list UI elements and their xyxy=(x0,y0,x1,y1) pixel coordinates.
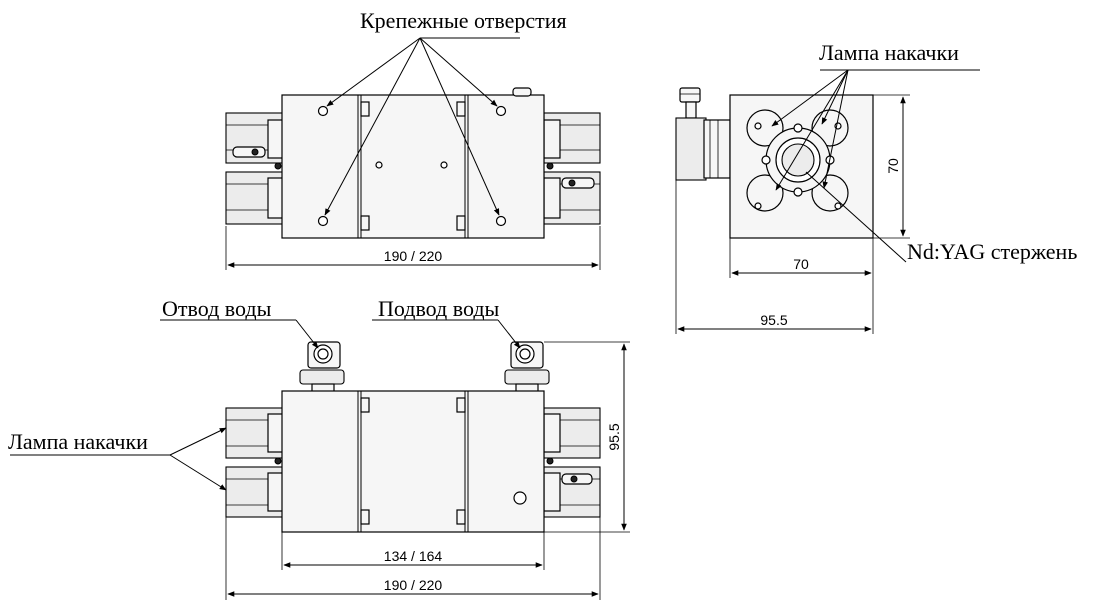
side-view xyxy=(675,69,980,334)
top-right-lamp-connectors xyxy=(543,112,601,225)
top-left-lamp-connectors xyxy=(225,112,285,225)
dim-side-height: 70 xyxy=(885,158,901,174)
dim-front-total-length: 190 / 220 xyxy=(384,577,443,593)
front-body xyxy=(281,390,545,533)
front-view xyxy=(10,319,630,600)
dim-side-total-width: 95.5 xyxy=(760,312,787,328)
water-inlet-fitting xyxy=(504,341,550,395)
top-view xyxy=(225,37,601,270)
mounting-hole xyxy=(495,105,507,117)
water-outlet-fitting xyxy=(299,341,345,395)
dim-side-width: 70 xyxy=(793,256,809,272)
label-mounting-holes: Крепежные отверстия xyxy=(360,8,567,33)
label-pump-lamp-left: Лампа накачки xyxy=(8,429,148,454)
dim-front-body-length: 134 / 164 xyxy=(384,548,443,564)
mounting-hole xyxy=(317,215,329,227)
mounting-hole xyxy=(317,105,329,117)
label-water-in: Подвод воды xyxy=(378,296,500,321)
label-pump-lamp-right: Лампа накачки xyxy=(819,40,959,65)
label-rod: Nd:YAG стержень xyxy=(907,239,1077,264)
label-water-out: Отвод воды xyxy=(162,296,272,321)
dim-front-height: 95.5 xyxy=(606,423,622,450)
mounting-hole xyxy=(495,215,507,227)
dim-top-length: 190 / 220 xyxy=(384,248,443,264)
